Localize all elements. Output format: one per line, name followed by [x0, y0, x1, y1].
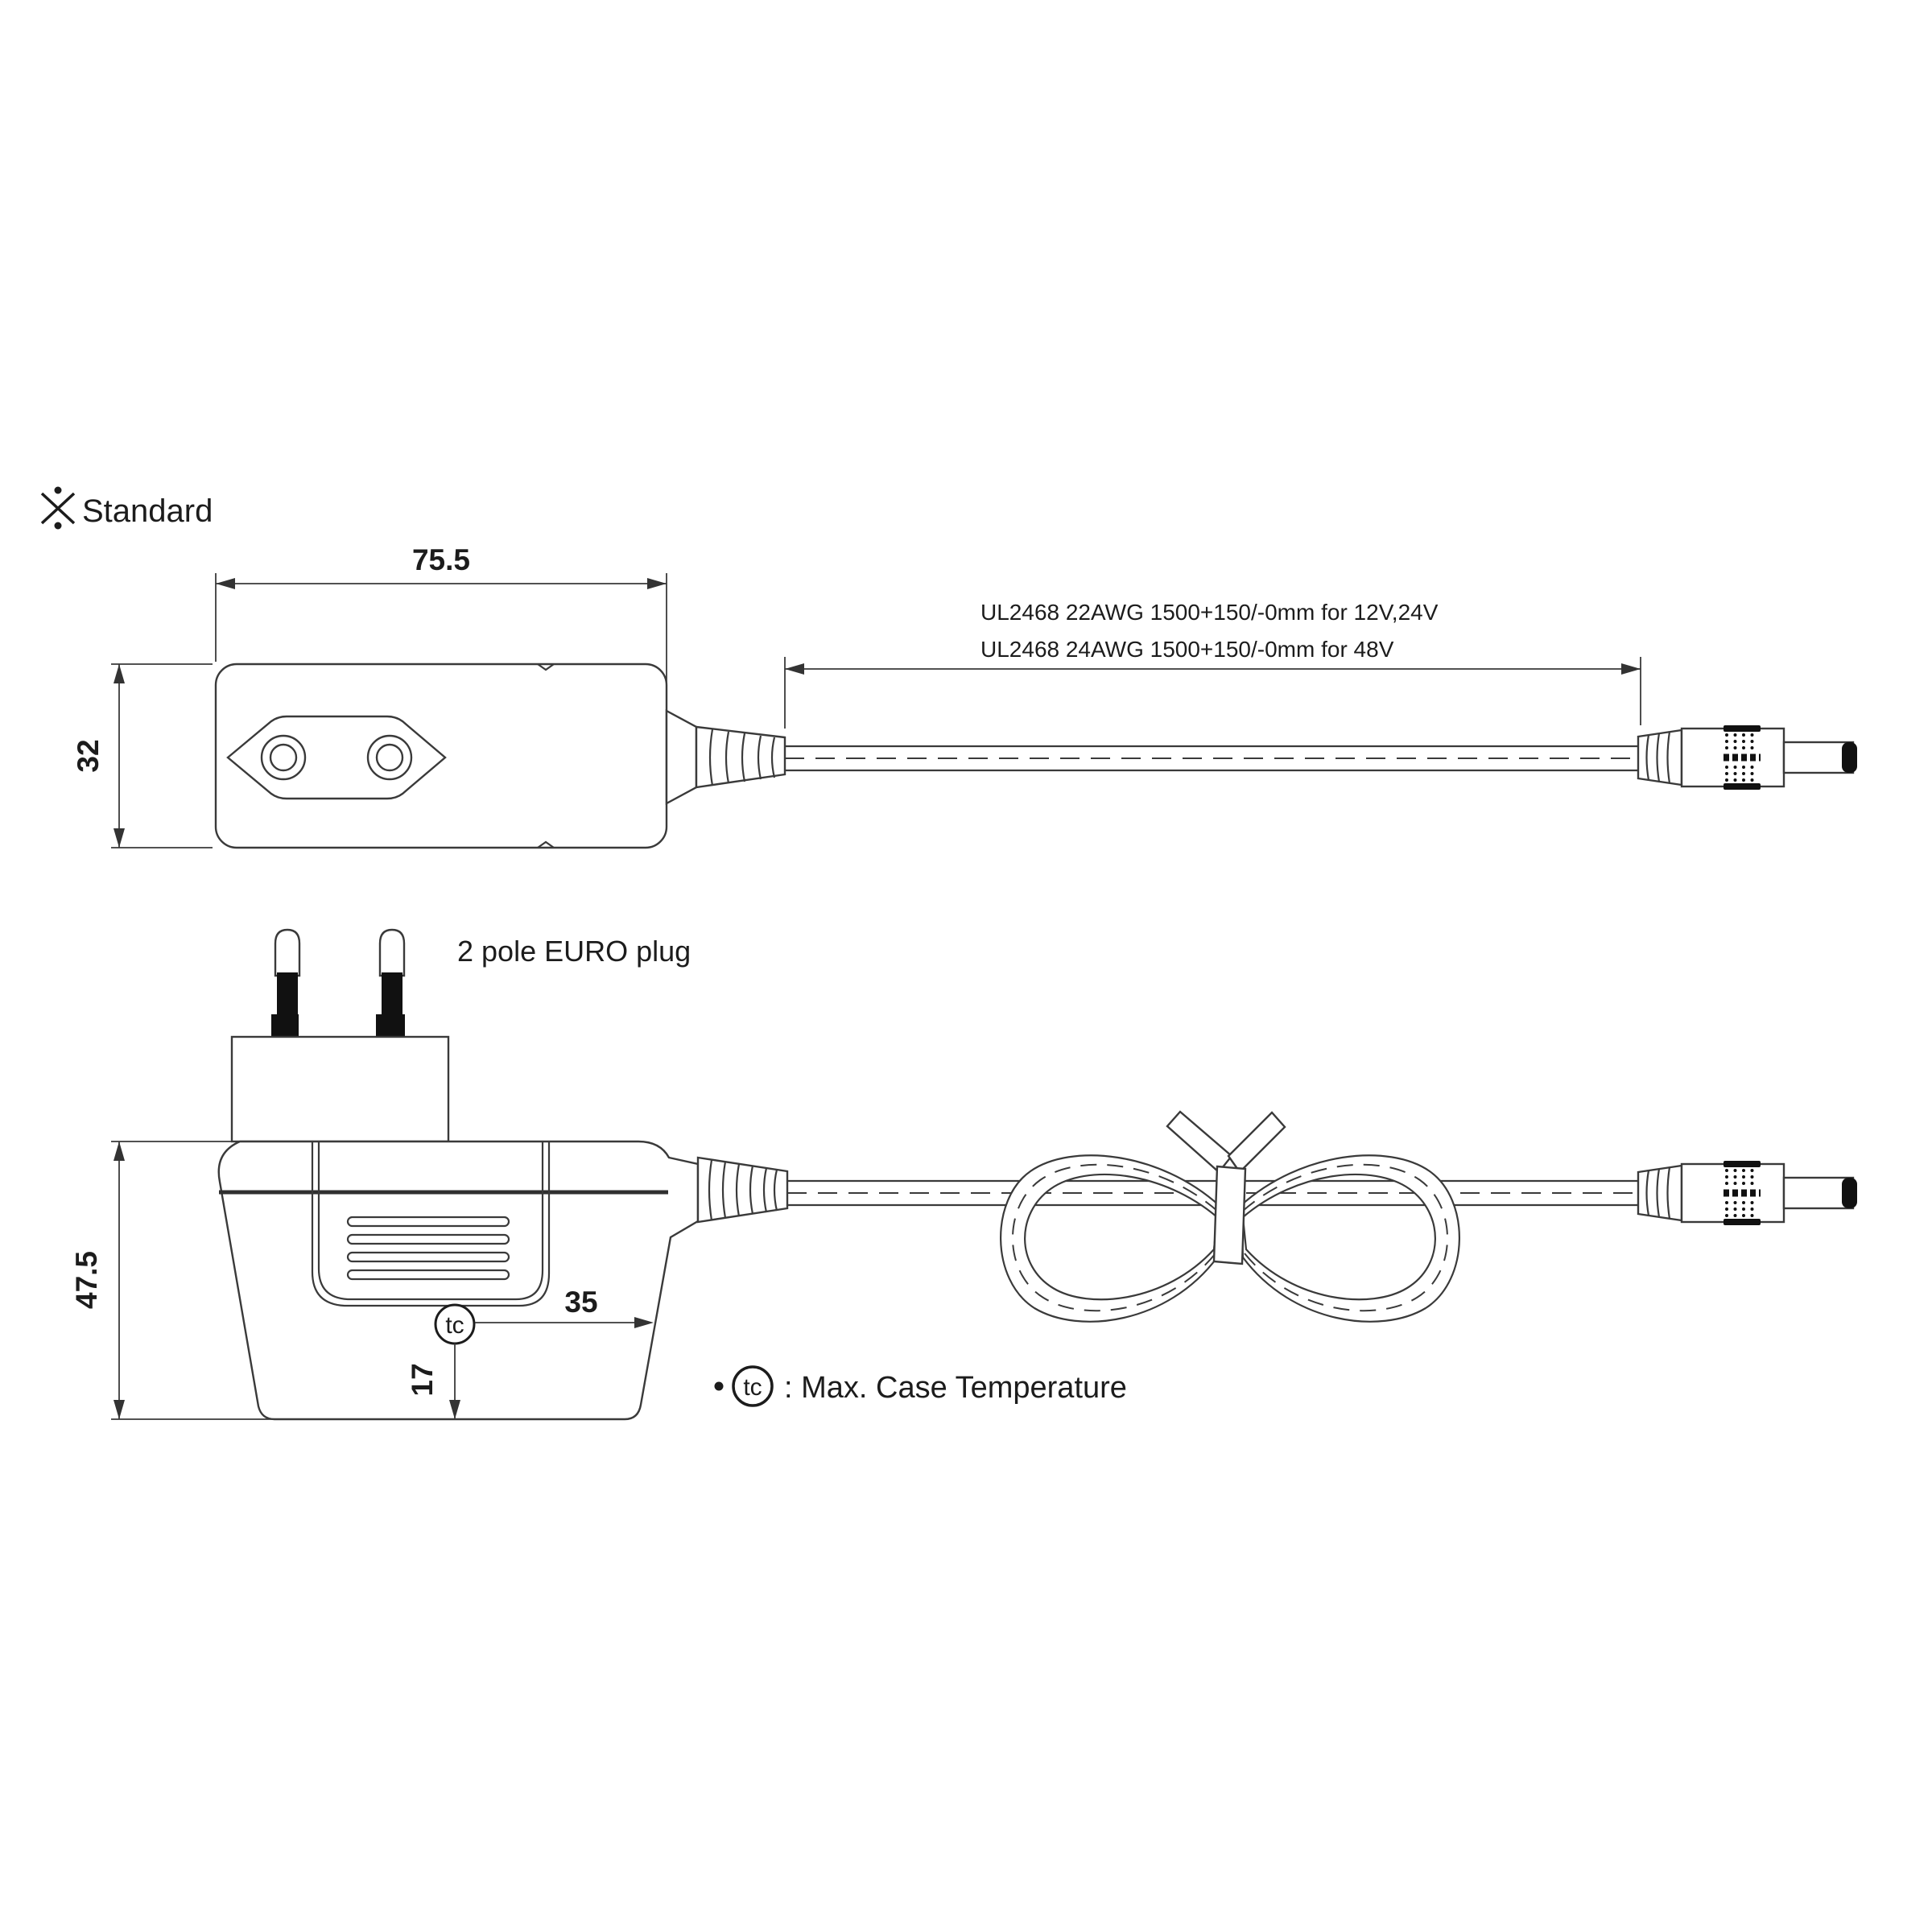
dc-plug-top-view [1638, 725, 1857, 790]
tc-legend-symbol: tc [743, 1374, 762, 1401]
euro-pin-right [376, 928, 406, 1038]
output-cable [785, 745, 1639, 772]
plug-type-label: 2 pole EURO plug [457, 935, 691, 968]
tc-legend-text: : Max. Case Temperature [784, 1371, 1127, 1405]
vent-slots [346, 1216, 510, 1281]
pin-hole-left-inner [269, 743, 298, 772]
dimension-tc-offset: 35 [475, 1286, 654, 1328]
tc-offset-value: 35 [564, 1286, 597, 1319]
bow-tail-right [1227, 1111, 1286, 1174]
dimension-cable: UL2468 22AWG 1500+150/-0mm for 12V,24V U… [784, 600, 1641, 729]
dimension-side-height: 47.5 [70, 1141, 274, 1420]
height-dim-value: 32 [72, 739, 105, 772]
standard-note: Standard [40, 486, 213, 530]
width-dim-value: 75.5 [412, 543, 470, 576]
tc-legend: tc : Max. Case Temperature [714, 1365, 1127, 1407]
dimension-height: 32 [72, 663, 213, 848]
plug-base [230, 1035, 450, 1143]
reference-mark-icon [40, 486, 76, 530]
dimension-tc-depth: 17 [406, 1344, 460, 1419]
dimension-width: 75.5 [215, 543, 667, 684]
strain-relief [695, 725, 786, 789]
cable-neck [665, 708, 698, 806]
vent-panel [311, 1141, 551, 1307]
mold-notch-bottom [537, 840, 555, 848]
dc-plug-side-view [1638, 1161, 1857, 1225]
tc-legend-circle [732, 1365, 774, 1407]
mold-notch-top [537, 663, 555, 671]
tc-marker: tc [434, 1303, 476, 1345]
bullet-icon [714, 1381, 724, 1391]
cable-spec-line1: UL2468 22AWG 1500+150/-0mm for 12V,24V [980, 600, 1439, 625]
bow-loop-right [1239, 1154, 1460, 1323]
standard-label: Standard [82, 493, 213, 529]
top-view: 75.5 32 UL2468 22AWG 1500+150/-0mm for 1… [72, 543, 1857, 849]
cable-bow [1000, 1110, 1460, 1323]
euro-pin-left [271, 928, 301, 1038]
pin-hole-right-inner [375, 743, 404, 772]
cable-spec-line2: UL2468 24AWG 1500+150/-0mm for 48V [980, 637, 1394, 662]
side-view: 2 pole EURO plug [70, 928, 1857, 1421]
adapter-body-side-view [217, 1140, 700, 1421]
bow-loop-left [1000, 1154, 1221, 1323]
bow-tail-left [1166, 1110, 1233, 1174]
tc-marker-label: tc [445, 1312, 464, 1339]
side-height-value: 47.5 [70, 1251, 103, 1309]
tc-depth-value: 17 [406, 1363, 439, 1396]
bow-knot [1212, 1165, 1247, 1265]
